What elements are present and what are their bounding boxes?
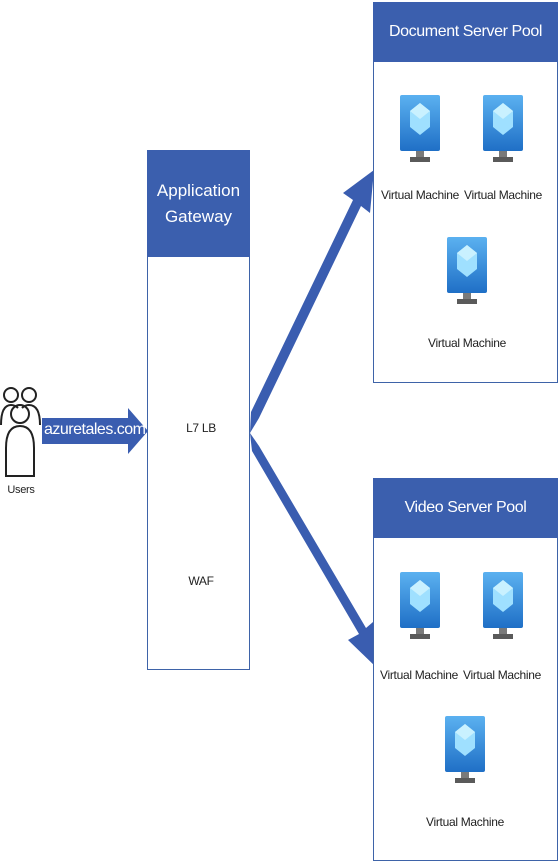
gateway-title-line2: Gateway xyxy=(164,206,233,226)
users-icon xyxy=(0,387,41,477)
vm-label: Virtual Machine xyxy=(426,815,504,829)
request-domain-label: azuretales.com xyxy=(44,421,146,438)
vm-icon xyxy=(483,95,523,163)
waf-label: WAF xyxy=(188,574,214,588)
vm-icon xyxy=(483,572,523,640)
application-gateway-header: Application Gateway xyxy=(147,150,250,257)
document-server-pool-box: Document Server Pool xyxy=(373,2,558,383)
users-label: Users xyxy=(7,484,35,496)
vm-label: Virtual Machine xyxy=(428,336,506,350)
request-arrow xyxy=(42,408,148,454)
application-gateway-box: Application Gateway xyxy=(147,150,250,670)
docs-route-arrow xyxy=(250,170,374,433)
vm-label: Virtual Machine xyxy=(464,188,542,202)
vm-icon xyxy=(447,237,487,305)
gateway-title-line1: Application xyxy=(156,180,241,200)
vm-icon xyxy=(445,716,485,784)
document-pool-title: Document Server Pool xyxy=(373,2,558,62)
video-pool-title: Video Server Pool xyxy=(373,478,558,538)
lb-label: L7 LB xyxy=(186,421,216,435)
video-server-pool-box: Video Server Pool xyxy=(373,478,558,861)
vm-icon xyxy=(400,95,440,163)
vm-label: Virtual Machine xyxy=(380,668,458,682)
vm-icon xyxy=(400,572,440,640)
vm-label: Virtual Machine xyxy=(381,188,459,202)
images-route-arrow xyxy=(250,433,377,668)
vm-label: Virtual Machine xyxy=(463,668,541,682)
